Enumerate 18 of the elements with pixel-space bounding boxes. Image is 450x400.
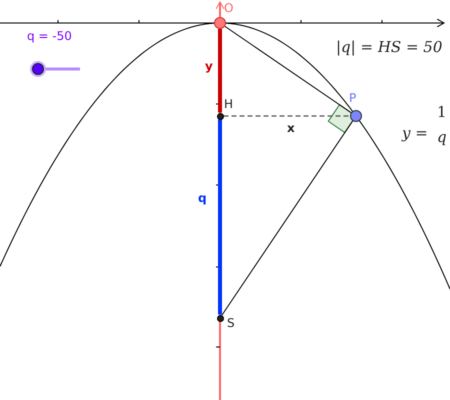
edge-label: q xyxy=(198,192,207,204)
point-label: S xyxy=(227,317,235,330)
line-segment xyxy=(218,29,222,112)
point-label: P xyxy=(349,92,356,105)
formula-text: |q| = HS = 50 xyxy=(336,40,442,55)
edge-label: x xyxy=(287,122,295,134)
line-segment xyxy=(218,120,222,314)
line-segment xyxy=(224,26,352,114)
formula-text: 1 xyxy=(437,105,447,120)
point-label: O xyxy=(224,2,234,15)
line-segment xyxy=(221,120,354,316)
slider-label: q = -50 xyxy=(27,30,72,42)
point xyxy=(349,92,363,122)
point-label: H xyxy=(224,98,234,111)
formula-text: q xyxy=(437,130,447,145)
edge-label: y xyxy=(205,60,213,72)
formula-text: y = xyxy=(402,126,428,141)
line-segment xyxy=(224,115,350,117)
